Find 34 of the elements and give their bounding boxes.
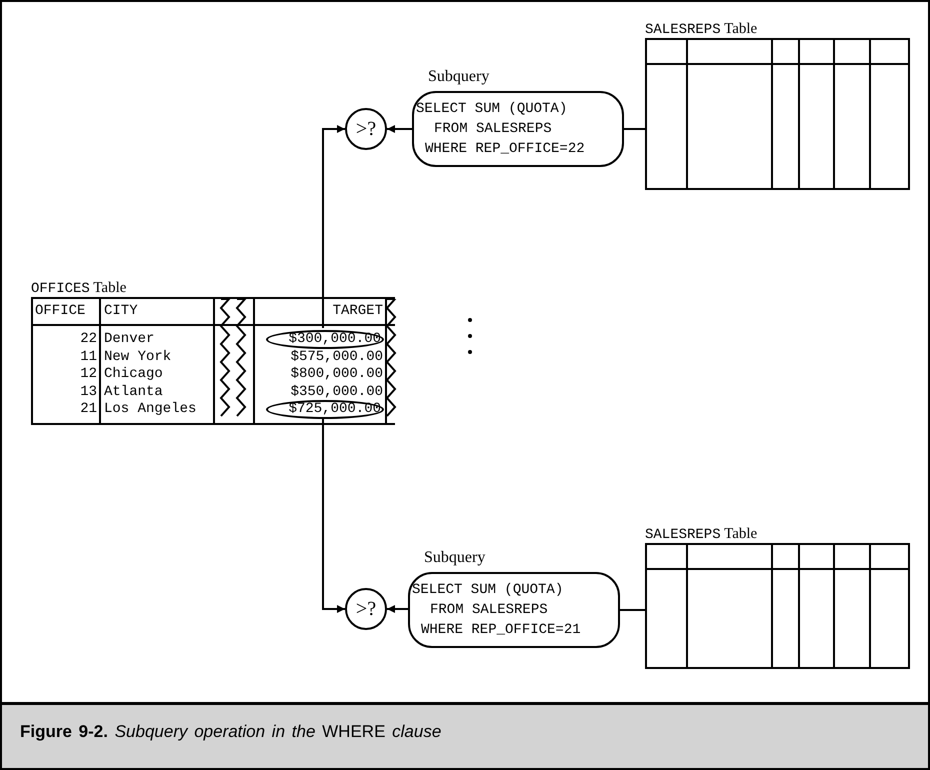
circled-value: $300,000.00 xyxy=(266,330,384,349)
sql-code-line: SELECT SUM (QUOTA) xyxy=(412,581,564,600)
connector-arrow xyxy=(322,417,345,613)
sql-code-line: FROM SALESREPS xyxy=(434,120,552,139)
connector-arrow xyxy=(387,605,408,613)
sql-code-line: FROM SALESREPS xyxy=(430,601,548,620)
table-title: SALESREPS Table xyxy=(645,525,758,543)
figure-caption: Figure 9-2. Subquery operation in the WHERE clause xyxy=(20,722,442,741)
table-cell-text: 11 xyxy=(80,348,97,366)
subquery-label: Subquery xyxy=(424,548,486,568)
subquery-label: Subquery xyxy=(428,67,490,87)
table-cell-text: 13 xyxy=(80,382,97,400)
table-cell-text: 22 xyxy=(80,330,97,348)
table-cell-text: 12 xyxy=(80,365,97,383)
table-cell-text: 21 xyxy=(80,400,97,418)
table-title: OFFICES Table xyxy=(31,279,126,297)
sql-code-line: SELECT SUM (QUOTA) xyxy=(416,100,568,119)
table-cell-text: $350,000.00 xyxy=(290,382,383,400)
table-cell-text: Chicago xyxy=(104,365,163,383)
table-cell-text: Denver xyxy=(104,330,154,348)
table-title: SALESREPS Table xyxy=(645,20,758,38)
column-header: TARGET xyxy=(332,302,383,320)
table-cell-text: $800,000.00 xyxy=(290,365,383,383)
column-header: CITY xyxy=(104,302,138,320)
sql-code-line: WHERE REP_OFFICE=22 xyxy=(425,140,585,159)
connector-arrow xyxy=(387,125,412,133)
circled-value: $725,000.00 xyxy=(266,400,384,419)
table-cell-text: Atlanta xyxy=(104,382,163,400)
table-cell-text: New York xyxy=(104,348,172,366)
table-cell-text: Los Angeles xyxy=(104,400,196,418)
connector-arrow xyxy=(322,125,345,328)
sql-code-line: WHERE REP_OFFICE=21 xyxy=(421,621,581,640)
table-cell-text: $575,000.00 xyxy=(290,348,383,366)
column-header: OFFICE xyxy=(35,302,86,320)
